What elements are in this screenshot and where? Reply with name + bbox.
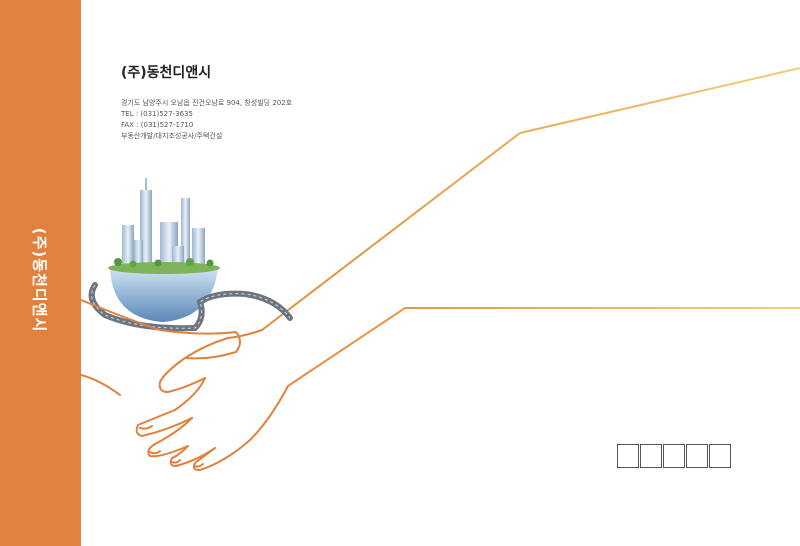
postal-code-box[interactable]: [617, 444, 639, 468]
company-tel: TEL : (031)527-3635: [121, 110, 193, 118]
postal-code-boxes[interactable]: [617, 444, 732, 468]
lower-arm-line: [287, 307, 800, 387]
company-business: 부동산개발/대지조성공사/주택건설: [121, 132, 223, 140]
postal-code-box[interactable]: [686, 444, 708, 468]
company-fax: FAX : (031)527-1710: [121, 121, 194, 129]
sender-info: (주)동천디앤시 경기도 남양주시 오남읍 진건오남로 904, 창성빌딩 20…: [121, 62, 292, 142]
company-name: (주)동천디앤시: [121, 65, 212, 81]
upper-arm-line: [261, 67, 800, 331]
postal-code-box[interactable]: [709, 444, 731, 468]
handshake-hands: [80, 299, 289, 471]
postal-code-box[interactable]: [663, 444, 685, 468]
company-address: 경기도 남양주시 오남읍 진건오남로 904, 창성빌딩 202호: [121, 99, 293, 107]
city-globe-icon: [88, 178, 293, 332]
postal-code-box[interactable]: [640, 444, 662, 468]
side-color-band: (주)동천디앤시: [0, 0, 81, 546]
